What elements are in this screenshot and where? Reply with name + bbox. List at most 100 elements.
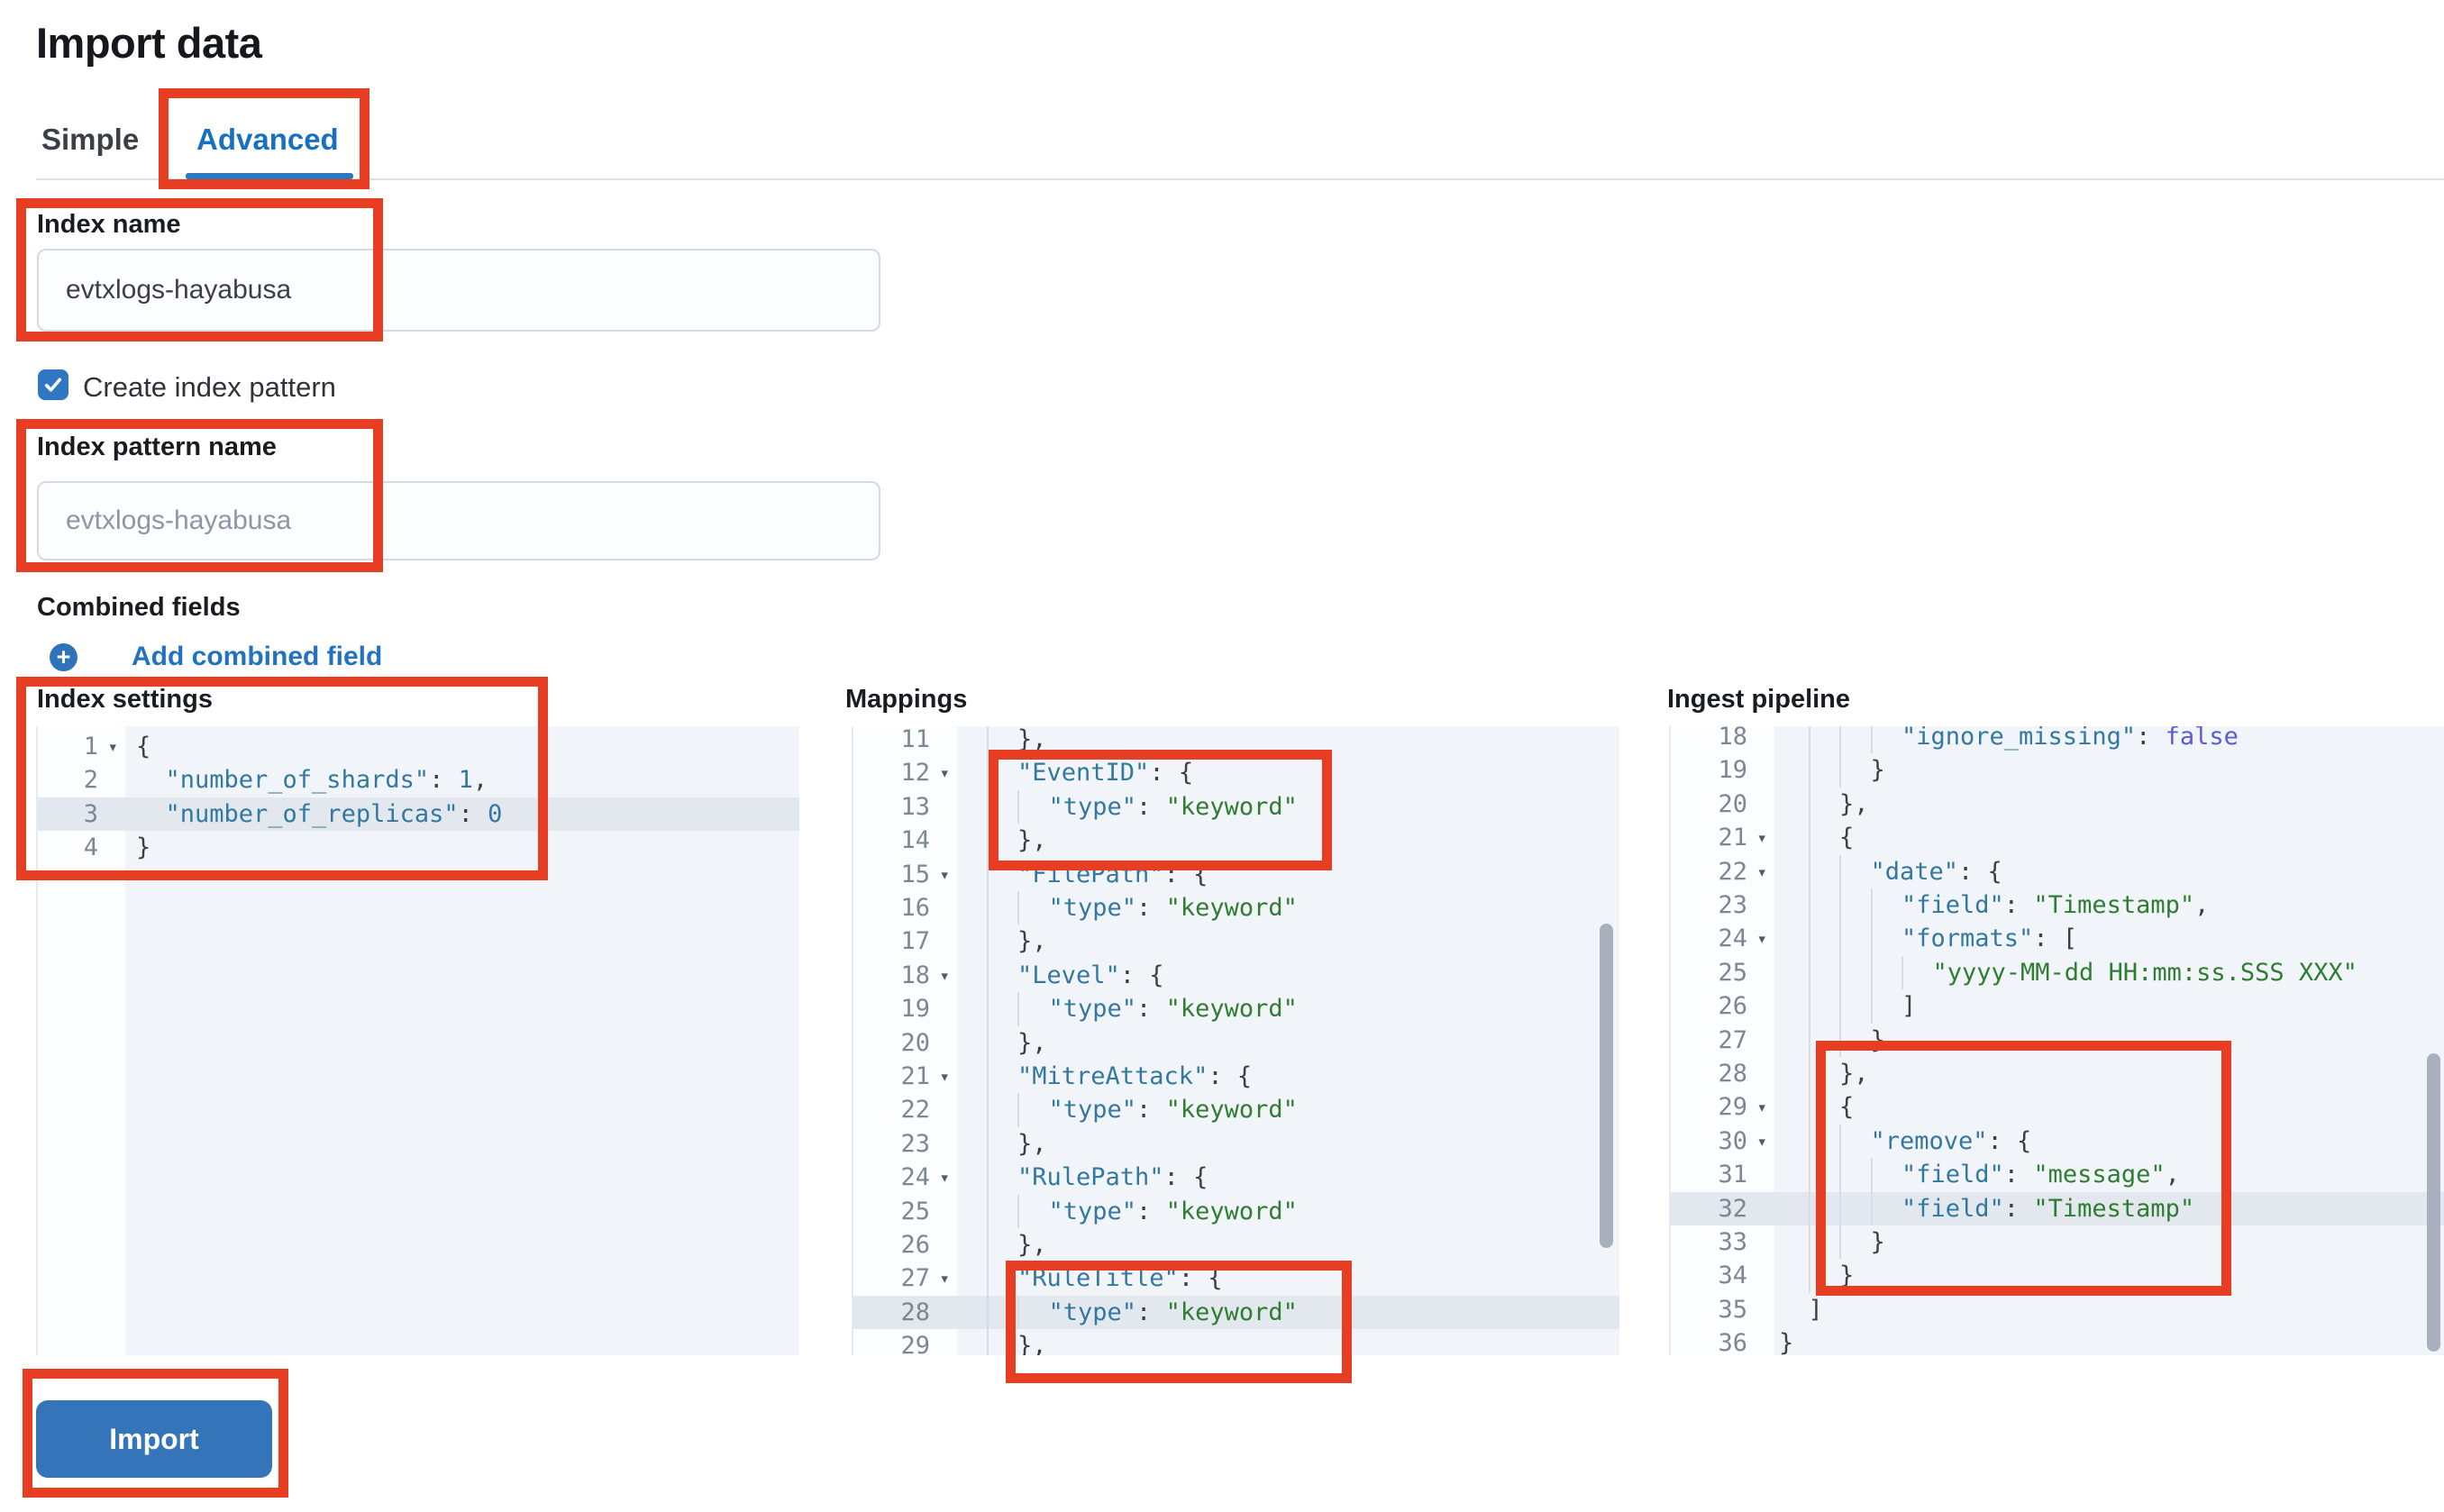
fold-arrow-icon[interactable]: ▾ — [1756, 929, 1767, 950]
indent-guide — [1808, 1259, 1840, 1293]
indent-guide — [986, 1060, 1018, 1094]
indent-guide — [986, 1025, 1018, 1060]
index-pattern-name-input[interactable] — [37, 481, 880, 560]
line-number: 4 — [83, 833, 98, 862]
code-line-24: 24▾"RulePath": { — [853, 1161, 1619, 1195]
line-number: 22▾ — [1671, 855, 1774, 888]
plus-in-circle-icon[interactable]: + — [50, 643, 78, 671]
code-line-31: 31"field": "message", — [1671, 1158, 2444, 1192]
indent-guide — [1808, 787, 1840, 822]
indent-guide — [1839, 1124, 1871, 1159]
indent-guide — [1808, 1090, 1840, 1125]
add-combined-field-link[interactable]: Add combined field — [132, 642, 383, 671]
index-pattern-name-label: Index pattern name — [37, 433, 277, 461]
scrollbar-thumb[interactable] — [1600, 924, 1613, 1248]
index-settings-editor[interactable]: 1▾{2"number_of_shards": 1,3"number_of_re… — [36, 726, 799, 1355]
code-line-11: 11}, — [853, 726, 1619, 757]
code-line-25: 25"yyyy-MM-dd HH:mm:ss.SSS XXX" — [1671, 955, 2444, 990]
line-number: 14 — [900, 826, 930, 855]
indent-guide — [1870, 1158, 1902, 1192]
code-area-background — [957, 726, 1619, 1355]
code-line-28: 28"type": "keyword" — [853, 1295, 1619, 1330]
line-number: 11 — [900, 726, 930, 753]
line-number: 18 — [1718, 726, 1747, 751]
code-area-background — [125, 726, 799, 1355]
code-line-18: 18"ignore_missing": false — [1671, 726, 2444, 754]
tabs-divider — [36, 178, 2444, 180]
code-line-13: 13"type": "keyword" — [853, 789, 1619, 824]
create-index-pattern-checkbox[interactable] — [38, 369, 68, 400]
indent-guide — [1017, 992, 1049, 1026]
indent-guide — [986, 1329, 1018, 1355]
create-index-pattern-label[interactable]: Create index pattern — [83, 371, 336, 403]
tab-simple[interactable]: Simple — [41, 123, 140, 156]
fold-arrow-icon[interactable]: ▾ — [1756, 1131, 1767, 1152]
line-number: 35 — [1718, 1295, 1747, 1324]
indent-guide — [1808, 888, 1840, 923]
indent-guide — [986, 1194, 1018, 1228]
index-name-input[interactable] — [37, 249, 880, 332]
line-number: 15▾ — [853, 858, 957, 891]
checkmark-icon — [41, 373, 65, 396]
code-line-26: 26] — [1671, 989, 2444, 1024]
line-number: 30▾ — [1671, 1125, 1774, 1158]
line-number: 22 — [900, 1096, 930, 1125]
line-number: 17 — [900, 927, 930, 956]
fold-arrow-icon[interactable]: ▾ — [1756, 1098, 1767, 1118]
code-line-27: 27} — [1671, 1023, 2444, 1057]
code-line-17: 17}, — [853, 925, 1619, 959]
line-number: 20 — [1718, 789, 1747, 818]
indent-guide — [1808, 1023, 1840, 1057]
indent-guide — [1808, 1191, 1840, 1225]
indent-guide — [1808, 1225, 1840, 1260]
fold-arrow-icon[interactable]: ▾ — [939, 1168, 950, 1189]
line-number: 26 — [1718, 992, 1747, 1021]
line-number: 12▾ — [853, 756, 957, 789]
line-number: 24▾ — [1671, 922, 1774, 955]
line-number: 26 — [900, 1231, 930, 1259]
indent-guide — [1839, 1225, 1871, 1260]
indent-guide — [1901, 955, 1933, 990]
fold-arrow-icon[interactable]: ▾ — [939, 1269, 950, 1289]
mappings-editor[interactable]: 11},12▾"EventID": {13"type": "keyword"14… — [852, 726, 1619, 1355]
fold-arrow-icon[interactable]: ▾ — [939, 763, 950, 784]
indent-guide — [1839, 726, 1871, 754]
line-number: 20 — [900, 1028, 930, 1057]
code-line-34: 34} — [1671, 1259, 2444, 1293]
line-number: 13 — [900, 792, 930, 821]
code-line-21: 21▾{ — [1671, 821, 2444, 855]
indent-guide — [1808, 1158, 1840, 1192]
code-line-12: 12▾"EventID": { — [853, 756, 1619, 790]
fold-arrow-icon[interactable]: ▾ — [1756, 828, 1767, 849]
indent-guide — [986, 1295, 1018, 1330]
indent-guide — [986, 958, 1018, 993]
fold-arrow-icon[interactable]: ▾ — [939, 1067, 950, 1087]
indent-guide — [1808, 821, 1840, 855]
indent-guide — [986, 1161, 1018, 1195]
tab-advanced[interactable]: Advanced — [196, 123, 339, 156]
line-number: 19 — [1718, 756, 1747, 785]
indent-guide — [1839, 888, 1871, 923]
indent-guide — [1808, 726, 1840, 754]
import-button[interactable]: Import — [36, 1400, 272, 1478]
fold-arrow-icon[interactable]: ▾ — [1756, 861, 1767, 882]
line-number: 2 — [83, 766, 98, 795]
code-line-19: 19} — [1671, 753, 2444, 788]
code-line-16: 16"type": "keyword" — [853, 891, 1619, 925]
indent-guide — [986, 891, 1018, 925]
line-number: 27▾ — [853, 1262, 957, 1295]
fold-arrow-icon[interactable]: ▾ — [939, 965, 950, 986]
indent-guide — [1839, 753, 1871, 788]
scrollbar-thumb[interactable] — [2427, 1053, 2440, 1352]
indent-guide — [986, 1228, 1018, 1262]
line-number: 25 — [900, 1197, 930, 1225]
fold-arrow-icon[interactable]: ▾ — [107, 737, 118, 757]
fold-arrow-icon[interactable]: ▾ — [939, 864, 950, 885]
code-line-26: 26}, — [853, 1228, 1619, 1262]
indent-guide — [1017, 1295, 1049, 1330]
code-line-23: 23}, — [853, 1126, 1619, 1161]
line-number: 28 — [1718, 1060, 1747, 1088]
indent-guide — [986, 789, 1018, 824]
code-line-28: 28}, — [1671, 1057, 2444, 1091]
